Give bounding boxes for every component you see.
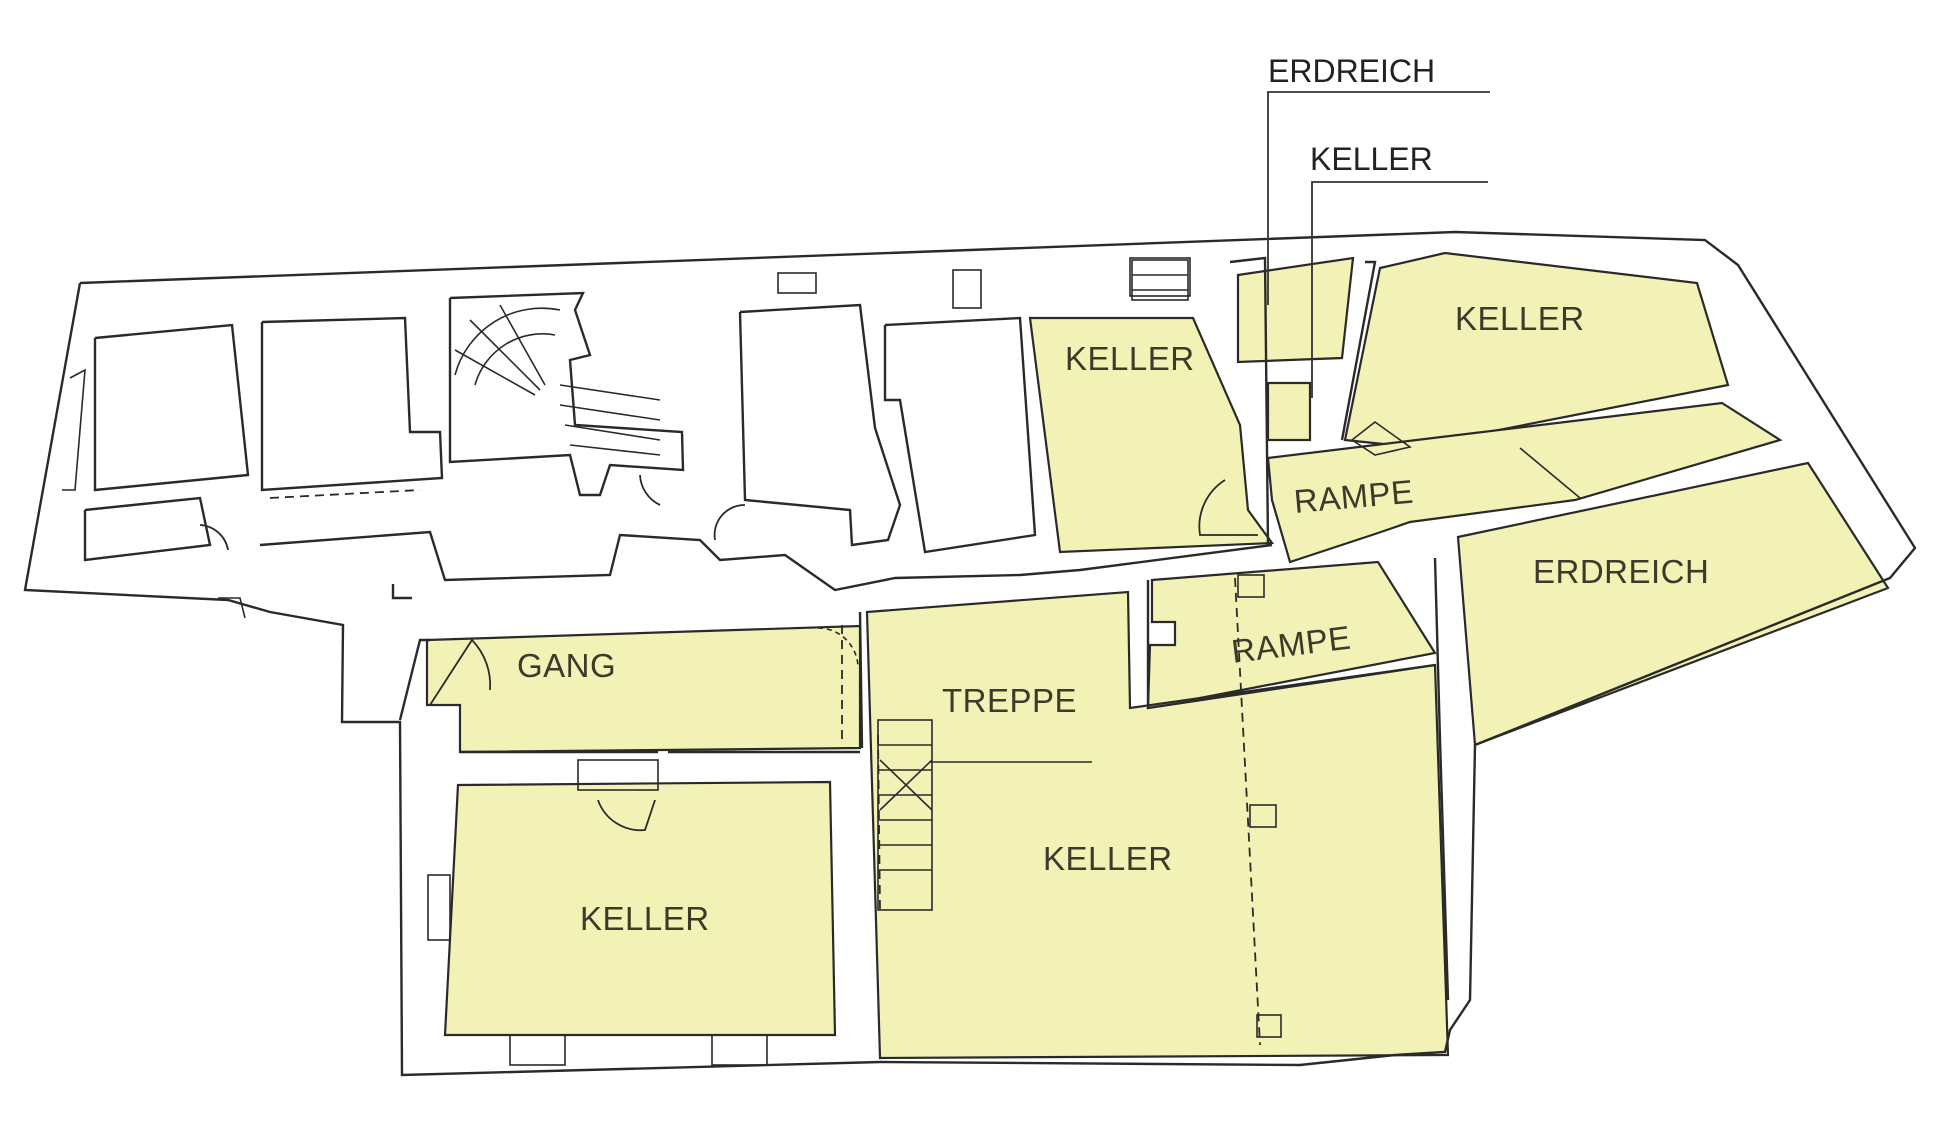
- door-frame-keller-lower: [577, 759, 659, 791]
- room-keller-upper-right: [1343, 251, 1730, 449]
- room-4-wall: [883, 316, 1037, 554]
- room-3-wall: [738, 303, 902, 547]
- room-rampe-upper: [1266, 401, 1783, 564]
- label-keller-upper-mid: KELLER: [1065, 340, 1195, 377]
- doors: [199, 421, 1412, 832]
- top-notch-3: [1129, 257, 1191, 297]
- room-small-shaft: [1266, 381, 1312, 442]
- callout-erdreich: ERDREICH: [1268, 53, 1435, 89]
- window-left: [62, 368, 86, 491]
- window-left-lower: [427, 874, 451, 941]
- room-gang: [425, 624, 862, 754]
- divider-wall: [1340, 260, 1377, 441]
- corridor-line: [259, 530, 1273, 592]
- door-gang: [429, 638, 492, 706]
- outer-wall: [23, 230, 1917, 1077]
- stair-room-wall: [448, 291, 685, 497]
- east-wall: [1433, 557, 1450, 1001]
- leader-keller: [1311, 181, 1488, 398]
- callout-leaders: [1267, 91, 1490, 398]
- door-keller-right: [1350, 421, 1412, 456]
- room-keller-upper-mid: [1028, 316, 1275, 554]
- door-room-3: [713, 504, 746, 541]
- label-treppe: TREPPE: [942, 682, 1077, 719]
- dashed-line-1: [269, 489, 421, 499]
- door-keller-lower: [597, 799, 656, 832]
- rampe-lower-wall: [1146, 580, 1436, 710]
- stairs-lower: [877, 719, 933, 911]
- pillar-mark: [391, 584, 412, 600]
- walls: [23, 230, 1917, 1077]
- label-keller-upper-right: KELLER: [1455, 300, 1585, 337]
- pillar-2: [1249, 804, 1277, 828]
- pillar-1: [1237, 574, 1265, 598]
- window-bottom-2: [711, 1034, 768, 1066]
- labels: ERDREICH KELLER KELLER KELLER RAMPE ERDR…: [517, 53, 1709, 937]
- leader-erdreich: [1267, 91, 1490, 305]
- room-2-wall: [260, 316, 444, 492]
- room-keller-lower-left: [443, 780, 837, 1037]
- rampe-divider: [1519, 447, 1581, 499]
- gang-east-wall: [858, 611, 864, 749]
- shaft-wall: [1229, 256, 1270, 546]
- label-gang: GANG: [517, 647, 616, 684]
- room-erdreich-right: [1456, 461, 1890, 747]
- dashed-line-2: [1234, 577, 1261, 1046]
- stairs-spiral: [454, 304, 661, 456]
- lower-left-wall: [398, 638, 430, 721]
- pillar-3: [1256, 1014, 1282, 1038]
- room-rampe-lower: [1146, 560, 1437, 710]
- label-keller-lower-left: KELLER: [580, 900, 710, 937]
- window-bottom-1: [509, 1034, 566, 1066]
- door-stair: [639, 474, 661, 506]
- door-gang-right: [817, 627, 859, 669]
- stairs-upper-mid: [1131, 259, 1189, 301]
- top-notch-2: [952, 269, 982, 309]
- label-keller-big: KELLER: [1043, 840, 1173, 877]
- highlighted-rooms: [425, 251, 1890, 1060]
- callout-keller: KELLER: [1310, 141, 1433, 177]
- door-left-bottom: [218, 597, 246, 619]
- corridor-wall: [83, 496, 212, 562]
- label-erdreich-right: ERDREICH: [1533, 553, 1709, 590]
- door-spiral-rampe: [1198, 479, 1258, 536]
- room-1-wall: [93, 323, 250, 492]
- room-small-box: [1236, 256, 1355, 364]
- door-corridor: [199, 524, 229, 551]
- top-notch-1: [777, 272, 817, 294]
